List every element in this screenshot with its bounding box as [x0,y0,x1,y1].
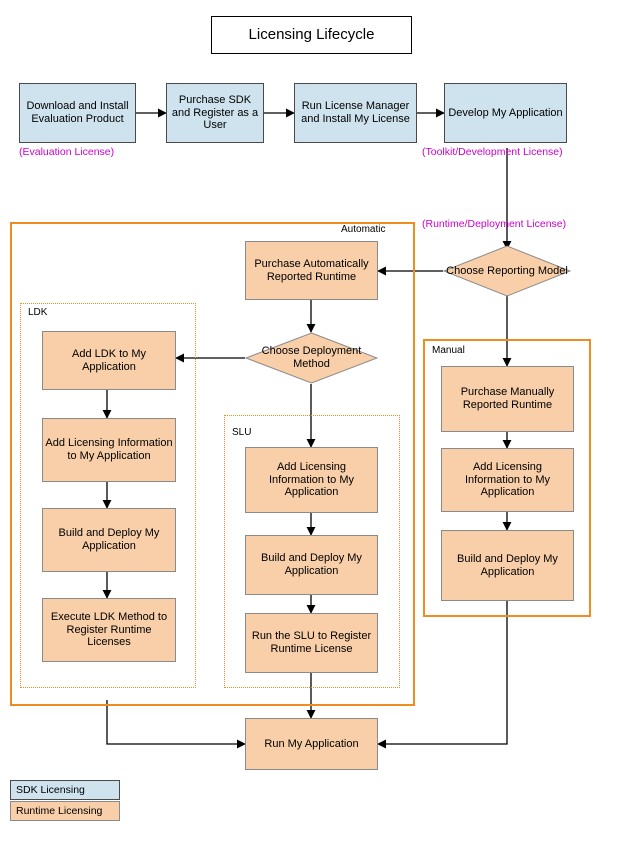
node-run-license-manager[interactable]: Run License Manager and Install My Licen… [294,83,417,143]
node-ldk-info[interactable]: Add Licensing Information to My Applicat… [42,418,176,482]
legend-runtime-licensing: Runtime Licensing [10,801,120,821]
group-label-automatic: Automatic [339,224,388,235]
node-download[interactable]: Download and Install Evaluation Product [19,83,136,143]
node-slu-run[interactable]: Run the SLU to Register Runtime License [245,613,378,673]
node-purchase-manual[interactable]: Purchase Manually Reported Runtime [441,366,574,432]
decision-choose-deployment-method[interactable]: Choose Deployment Method [245,332,378,384]
group-label-manual: Manual [430,345,467,356]
group-ldk [20,303,196,688]
node-ldk-build[interactable]: Build and Deploy My Application [42,508,176,572]
node-ldk-add[interactable]: Add LDK to My Application [42,331,176,390]
diamond-shape [245,332,378,384]
node-slu-info[interactable]: Add Licensing Information to My Applicat… [245,447,378,513]
group-automatic [10,222,415,706]
label-toolkit-license: (Toolkit/Development License) [422,146,563,158]
node-ldk-execute[interactable]: Execute LDK Method to Register Runtime L… [42,598,176,662]
legend-sdk-licensing: SDK Licensing [10,780,120,800]
legend-runtime-label: Runtime Licensing [16,805,103,817]
group-slu [224,415,400,688]
node-develop-app[interactable]: Develop My Application [444,83,567,143]
legend-sdk-label: SDK Licensing [16,784,85,796]
node-purchase-auto[interactable]: Purchase Automatically Reported Runtime [245,241,378,300]
node-purchase-sdk[interactable]: Purchase SDK and Register as a User [166,83,264,143]
node-manual-build[interactable]: Build and Deploy My Application [441,530,574,601]
label-runtime-license: (Runtime/Deployment License) [422,218,567,230]
node-manual-info[interactable]: Add Licensing Information to My Applicat… [441,448,574,512]
node-run-app[interactable]: Run My Application [245,718,378,770]
group-manual [423,339,591,617]
group-label-ldk: LDK [26,307,50,318]
diagram-title: Licensing Lifecycle [211,16,412,54]
group-label-slu: SLU [230,427,254,438]
diamond-shape [443,245,571,297]
node-slu-build[interactable]: Build and Deploy My Application [245,535,378,595]
label-evaluation-license: (Evaluation License) [19,146,115,158]
decision-choose-reporting-model[interactable]: Choose Reporting Model [443,245,571,297]
